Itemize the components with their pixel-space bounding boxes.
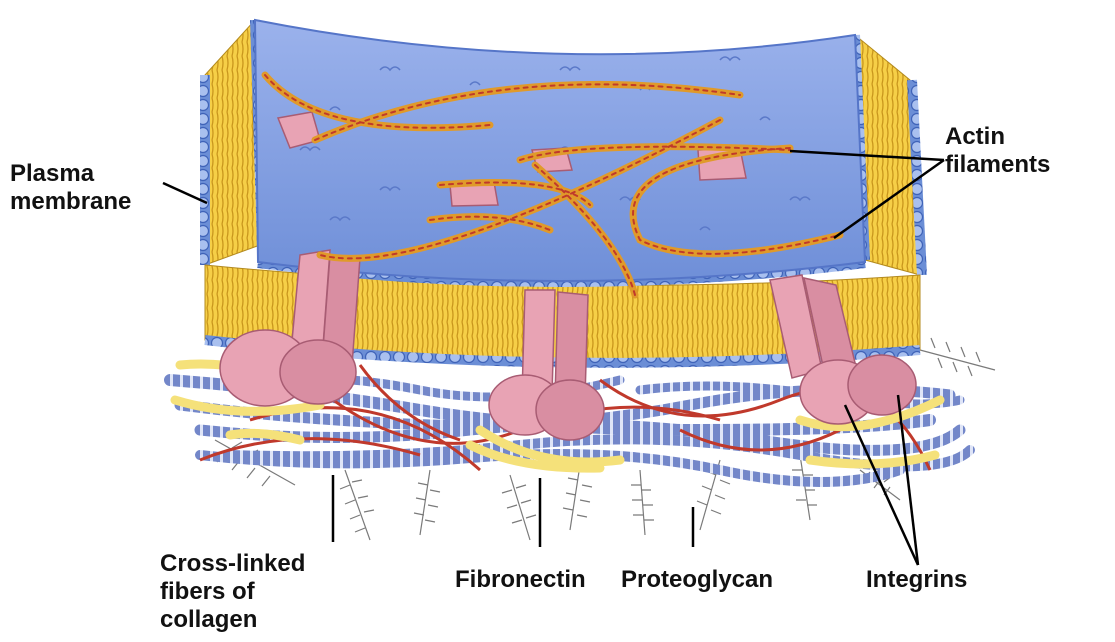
- label-plasma-membrane: Plasma membrane: [10, 160, 131, 216]
- label-plasma-membrane-line2: membrane: [10, 188, 131, 216]
- label-actin-filaments-line2: filaments: [945, 151, 1050, 179]
- label-fibronectin: Fibronectin: [455, 566, 586, 594]
- label-collagen: Cross-linked fibers of collagen: [160, 550, 305, 634]
- label-collagen-line3: collagen: [160, 606, 305, 634]
- label-collagen-line1: Cross-linked: [160, 550, 305, 578]
- label-actin-filaments: Actin filaments: [945, 123, 1050, 179]
- label-collagen-line2: fibers of: [160, 578, 305, 606]
- label-actin-filaments-line1: Actin: [945, 123, 1050, 151]
- label-integrins: Integrins: [866, 566, 967, 594]
- label-plasma-membrane-line1: Plasma: [10, 160, 131, 188]
- label-proteoglycan: Proteoglycan: [621, 566, 773, 594]
